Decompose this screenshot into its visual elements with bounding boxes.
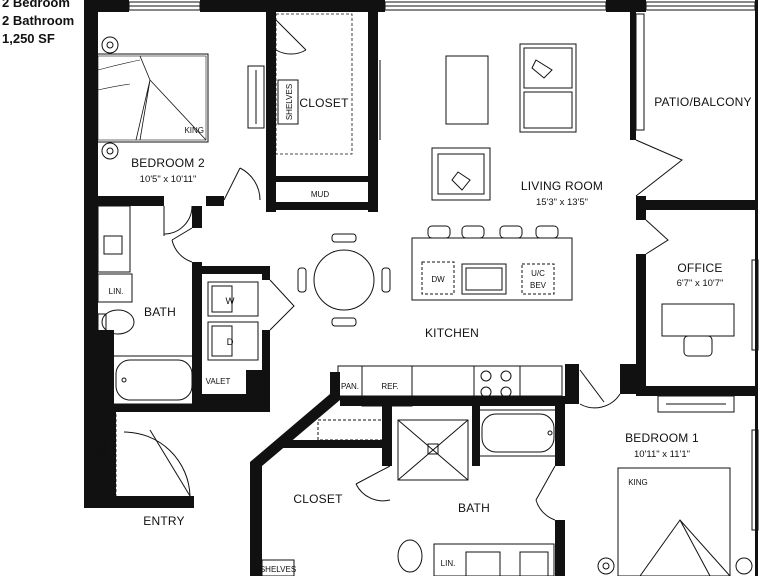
bev-label: BEV (530, 281, 547, 290)
doors (123, 19, 683, 521)
room-dims-living: 15'3" x 13'5" (536, 197, 588, 208)
pantry-label: PAN. (341, 382, 359, 391)
dresser-bedroom-1 (657, 395, 735, 413)
room-label-closet-top: CLOSET (299, 96, 349, 110)
laundry (207, 281, 259, 361)
kitchen-island (411, 237, 573, 301)
room-label-bath-main: BATH (458, 501, 490, 515)
toilet-main (397, 539, 423, 573)
room-label-entry: ENTRY (143, 514, 184, 528)
kitchen (297, 225, 573, 407)
dresser (247, 65, 265, 129)
uc-label: U/C (531, 269, 545, 278)
dishwasher-label: DW (431, 275, 445, 284)
dryer-label: D (227, 337, 234, 348)
refrigerator (361, 365, 413, 407)
bed-size-label: KING (184, 126, 204, 135)
dining-table (313, 249, 375, 311)
range (473, 365, 521, 401)
coffee-table (445, 55, 489, 125)
living-room (431, 43, 577, 201)
unit-square-footage: 1,250 SF (2, 31, 55, 46)
room-dims-bedroom-2: 10'5" x 10'11" (140, 174, 197, 185)
room-label-bath-left: BATH (144, 305, 176, 319)
room-label-patio: PATIO/BALCONY (654, 95, 752, 109)
counter (337, 365, 563, 397)
room-label-bedroom-2: BEDROOM 2 (131, 156, 205, 170)
bath-left (97, 205, 197, 405)
office (661, 303, 735, 357)
bedroom-1 (597, 395, 753, 576)
unit-bedroom-count: 2 Bedroom (2, 0, 70, 10)
desk (661, 303, 735, 337)
bath-main (397, 409, 559, 576)
closet-bottom (261, 419, 389, 576)
sink (461, 263, 507, 295)
bedroom-2: KING BEDROOM 2 10'5" x 10'11" (95, 36, 265, 185)
chair (683, 335, 713, 357)
bathtub (111, 355, 197, 405)
linen-label-main: LIN. (441, 559, 456, 568)
shelves-label-bottom: SHELVES (260, 565, 296, 574)
room-label-closet-bottom: CLOSET (293, 492, 343, 506)
room-label-kitchen: KITCHEN (425, 326, 479, 340)
toilet (101, 309, 135, 335)
valet-label: VALET (206, 377, 231, 386)
bathtub-main (477, 409, 559, 457)
shelves-label: SHELVES (285, 84, 294, 120)
room-label-mud: MUD (311, 190, 329, 199)
nightstand-icon (101, 142, 119, 160)
unit-bathroom-count: 2 Bathroom (2, 13, 75, 28)
linen-label-left: LIN. (109, 287, 124, 296)
windows (128, 1, 759, 531)
vanity (97, 205, 131, 273)
bed-size-label-bedroom-1: KING (628, 478, 648, 487)
nightstand-icon (101, 36, 119, 54)
room-label-living: LIVING ROOM (521, 179, 603, 193)
bed-king (95, 53, 209, 143)
entry-closet-label: CLOSET (101, 438, 110, 470)
sofa (519, 43, 577, 133)
shower (397, 419, 469, 481)
closet-top: SHELVES CLOSET MUD (275, 13, 353, 199)
refrigerator-label: REF. (381, 382, 398, 391)
washer-label: W (226, 296, 235, 307)
room-label-office: OFFICE (677, 261, 722, 275)
room-label-bedroom-1: BEDROOM 1 (625, 431, 699, 445)
room-dims-bedroom-1: 10'11" x 11'1" (634, 449, 690, 460)
washer (207, 281, 259, 317)
room-dims-office: 6'7" x 10'7" (677, 278, 724, 289)
armchair (431, 147, 491, 201)
dryer (207, 321, 259, 361)
walls (84, 0, 758, 576)
bed-king-bedroom-1 (617, 467, 731, 576)
